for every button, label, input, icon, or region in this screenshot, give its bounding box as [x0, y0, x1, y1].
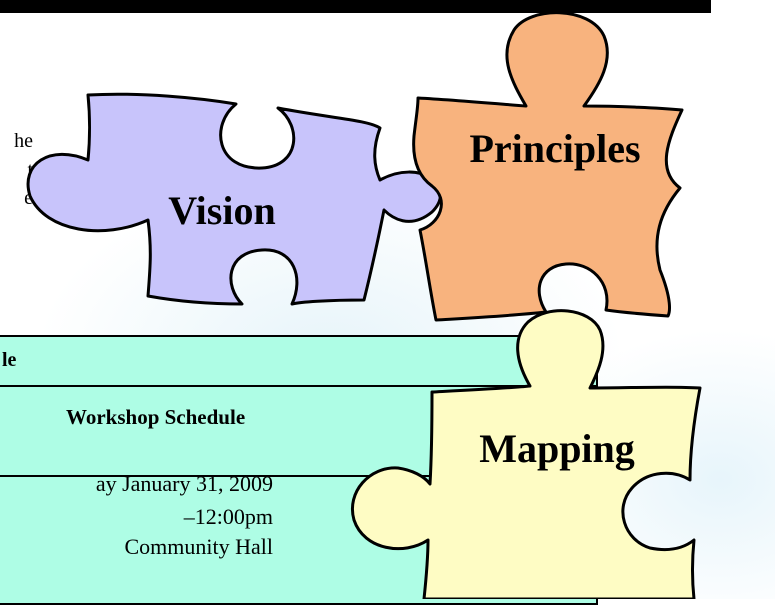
schedule-header-text: le [2, 349, 17, 371]
vision-piece-shape [26, 92, 442, 306]
vision-label: Vision [168, 188, 275, 233]
vision-piece: Vision [26, 92, 442, 306]
schedule-time: –12:00pm [183, 504, 273, 529]
schedule-header-row: le [0, 337, 596, 387]
principles-piece-shape [412, 11, 684, 322]
principles-piece: Principles [412, 11, 684, 322]
schedule-title: Workshop Schedule [66, 405, 246, 429]
schedule-date: ay January 31, 2009 [95, 471, 273, 496]
intro-line-3: e [24, 187, 33, 209]
top-border-bar [0, 0, 711, 13]
intro-line-1: he [14, 130, 33, 152]
mapping-piece: Mapping [351, 309, 702, 599]
mapping-label: Mapping [479, 426, 635, 471]
mapping-piece-shape [351, 309, 702, 599]
schedule-title-row: Workshop Schedule [0, 387, 596, 477]
principles-label: Principles [469, 126, 640, 171]
schedule-location: Community Hall [124, 534, 274, 559]
